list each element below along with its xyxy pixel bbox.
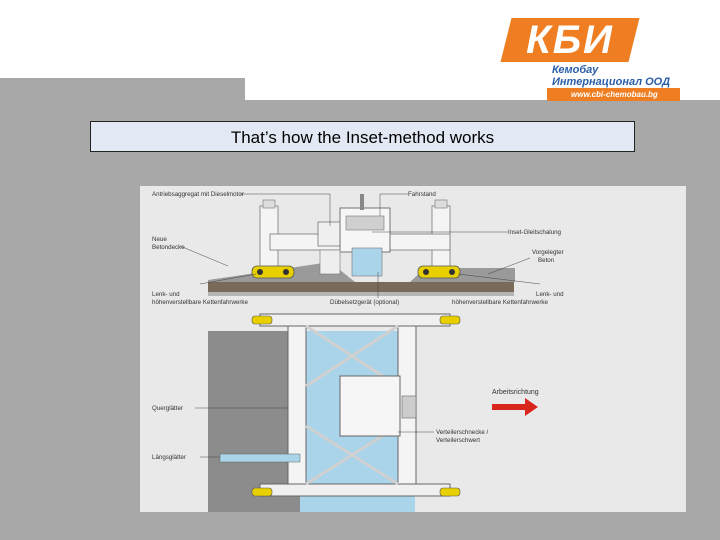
label-subbase-1: Vorgelegter [532,249,564,256]
left-column-cap [262,199,276,209]
label-cross-smoother: Querglätter [152,405,183,412]
track-wheel [423,269,429,275]
label-new-concrete-2: Betondecke [152,244,185,251]
long-smoother-bar [219,453,301,463]
label-track-left-1: Lenk- und [152,291,180,298]
label-drive-unit: Antriebsaggregat mit Dieselmotor [152,191,244,198]
slide-title: That’s how the Inset-method works [90,121,635,152]
company-logo: КБИ Кемобау Интернационал ООД www.cbi-ch… [500,14,700,101]
work-direction-arrow [492,398,538,416]
label-track-right-1: Lenk- und [536,291,564,298]
label-track-right-2: höhenverstellbare Kettenfahrwerke [452,299,549,306]
top-leader-lines [195,407,434,458]
subgrade-layer [208,282,514,292]
track-wheel [449,269,455,275]
cab-window [345,215,385,231]
logo-line-1: Кемобау [552,64,599,76]
inset-method-diagram: Antriebsaggregat mit Dieselmotor Fahrsta… [140,186,686,512]
label-dowel: Dübelsetzgerät (optional) [330,299,399,306]
logo-wordmark: КБИ [526,18,614,62]
base-layer [208,292,514,296]
logo-wordmark-badge: КБИ [500,18,640,62]
logo-url-bar: www.cbi-chemobau.bg [547,88,680,101]
right-column-cap [434,199,448,209]
label-work-direction: Arbeitsrichtung [492,389,539,396]
concrete-top-view [208,331,300,512]
track-wheel [283,269,289,275]
diagram-svg: Antriebsaggregat mit Dieselmotor Fahrsta… [152,191,564,512]
logo-url: www.cbi-chemobau.bg [571,90,658,99]
side-leader-lines [179,193,541,298]
label-slipform: Inset-Gleitschalung [508,229,562,236]
logo-line-2: Интернационал ООД [552,76,671,88]
side-box [401,395,417,419]
right-crawler-track [417,265,461,279]
label-auger-2: Verteilerschwert [436,437,480,444]
label-new-concrete-1: Neue [152,236,167,243]
central-unit-top [339,375,401,437]
inset-slipform [351,247,383,277]
dowel-inserter [319,249,341,275]
left-crawler-track [251,265,295,279]
label-long-smoother: Längsglätter [152,454,186,461]
label-track-left-2: höhenverstellbare Kettenfahrwerke [152,299,249,306]
track-wheel [257,269,263,275]
label-subbase-2: Beton [538,257,555,264]
label-auger-1: Verteilerschnecke / [436,429,489,436]
top-track-ends [251,315,461,497]
label-operator-stand: Fahrstand [408,191,436,198]
exhaust-pipe [360,194,364,210]
subbase-top-view [415,331,515,512]
